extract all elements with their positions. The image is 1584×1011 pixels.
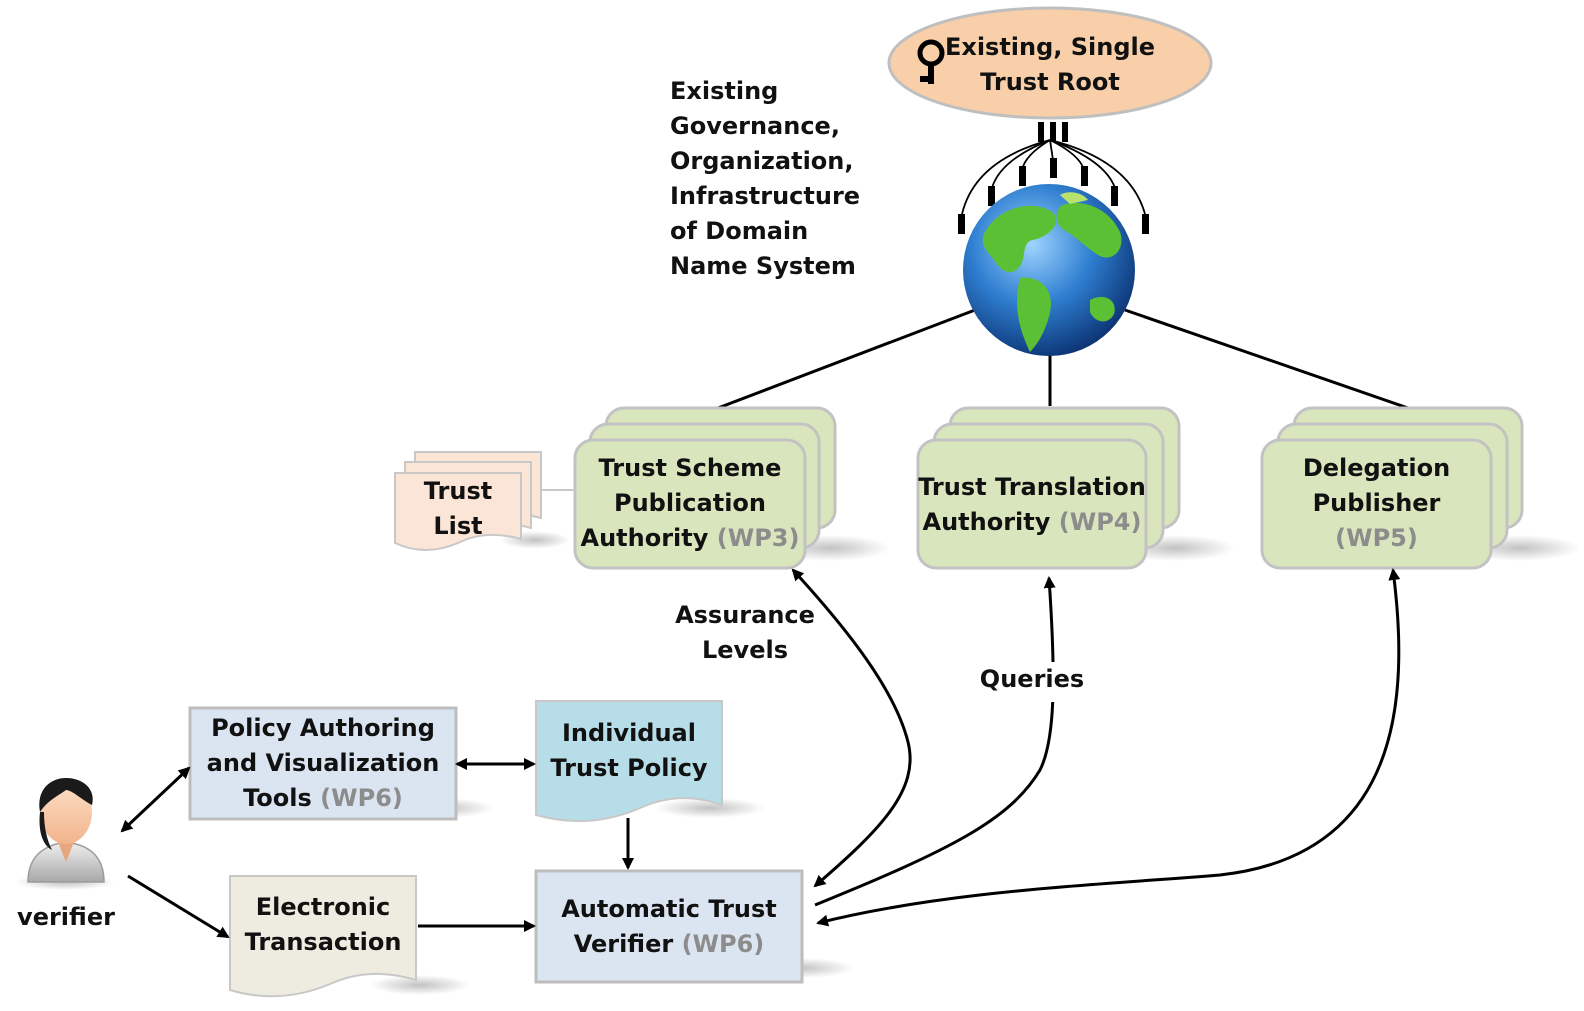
queries-label-bg: [976, 662, 1088, 702]
dp-line2: Publisher: [1312, 489, 1441, 517]
tspa-line3: Authority: [580, 524, 709, 552]
verifier-box-label: Automatic Trust Verifier (WP6): [536, 892, 802, 962]
assurance-line1: Assurance: [675, 601, 815, 629]
connector-pins: [958, 122, 1149, 234]
verifier-box: [534, 869, 855, 984]
tta-label: Trust Translation Authority (WP4): [918, 470, 1146, 540]
trust-list-label: Trust List: [395, 474, 521, 544]
electronic-transaction-doc: [229, 875, 470, 998]
tta-line1: Trust Translation: [918, 473, 1146, 501]
verifier-box-wp: (WP6): [681, 930, 765, 958]
policy-tools-label: Policy Authoring and Visualization Tools…: [190, 711, 456, 816]
trust-root-line1: Existing, Single: [944, 33, 1156, 61]
tspa-line2: Publication: [613, 489, 766, 517]
electronic-tx-line1: Electronic: [255, 893, 391, 921]
key-icon: [917, 39, 945, 84]
queries-label: Queries: [979, 665, 1085, 693]
arrow-person-transaction: [127, 874, 230, 939]
trust-root-label: Existing, Single Trust Root: [940, 30, 1160, 100]
dp-wp: (WP5): [1335, 524, 1418, 552]
individual-policy-label: Individual Trust Policy: [536, 716, 722, 786]
assurance-label: Assurance Levels: [665, 598, 825, 668]
policy-tools-line2: and Visualization: [206, 749, 440, 777]
dp-line1: Delegation: [1302, 454, 1451, 482]
assurance-line2: Levels: [701, 636, 788, 664]
policy-tools-line1: Policy Authoring: [211, 714, 435, 742]
individual-policy-line2: Trust Policy: [550, 754, 708, 782]
tspa-stack: [573, 406, 890, 570]
dns-note-line: Name System: [670, 252, 856, 280]
policy-tools-box: [188, 706, 495, 821]
tspa-line1: Trust Scheme: [598, 454, 782, 482]
policy-tools-line3: Tools: [243, 784, 312, 812]
dns-note-line: Existing: [670, 77, 779, 105]
dns-note-line: Organization,: [670, 147, 854, 175]
tspa-label: Trust Scheme Publication Authority (WP3): [575, 451, 805, 556]
trust-list-line1: Trust: [423, 477, 493, 505]
trust-list-line2: List: [433, 512, 483, 540]
globe-links: [717, 308, 1409, 410]
dp-label: Delegation Publisher (WP5): [1262, 451, 1491, 556]
trust-list-stack: [394, 451, 575, 551]
dns-note-line: of Domain: [670, 217, 809, 245]
verifier-person-label: verifier: [17, 903, 115, 931]
tspa-wp: (WP3): [716, 524, 800, 552]
dns-note-line: Infrastructure: [670, 182, 861, 210]
individual-policy-doc: [535, 700, 765, 823]
individual-policy-line1: Individual: [562, 719, 696, 747]
arrow-verifier-dp: [816, 568, 1401, 927]
policy-tools-wp: (WP6): [320, 784, 403, 812]
trust-root-node: [887, 6, 1213, 120]
person-icon: [15, 778, 115, 890]
verifier-box-line2: Verifier: [573, 930, 674, 958]
dp-stack: [1260, 406, 1580, 570]
arrow-person-policy: [120, 766, 191, 833]
dns-note: Existing Governance, Organization, Infra…: [670, 74, 860, 284]
tta-stack: [916, 406, 1235, 570]
electronic-tx-line2: Transaction: [244, 928, 402, 956]
electronic-tx-label: Electronic Transaction: [230, 890, 416, 960]
tta-wp: (WP4): [1058, 508, 1142, 536]
verifier-box-line1: Automatic Trust: [561, 895, 777, 923]
dns-note-line: Governance,: [670, 112, 840, 140]
globe-icon: [963, 184, 1135, 356]
trust-root-line2: Trust Root: [980, 68, 1120, 96]
tta-line2: Authority: [922, 508, 1051, 536]
